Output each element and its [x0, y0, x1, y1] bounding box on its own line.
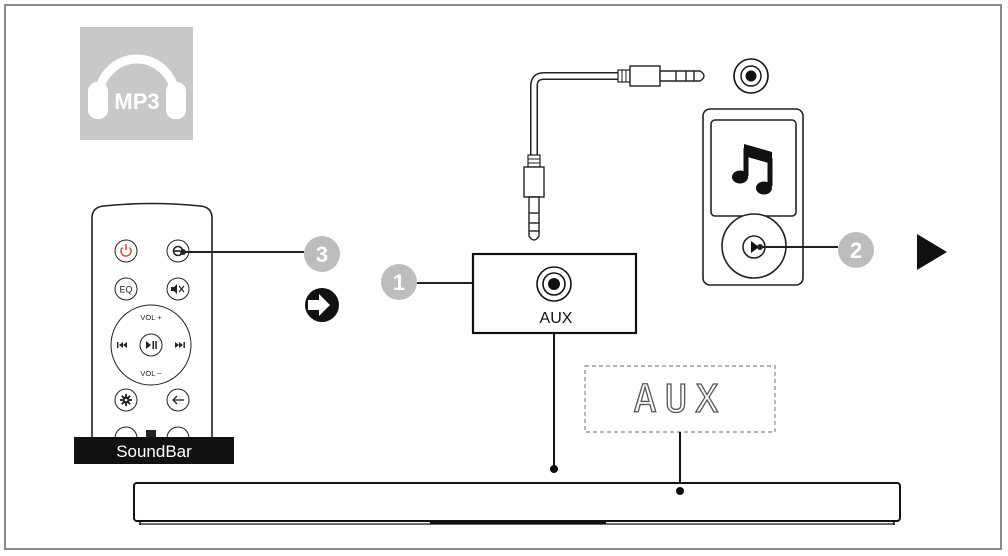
remote-control: EQ VOL + VOL − [74, 202, 234, 464]
power-button[interactable] [114, 239, 138, 263]
back-button[interactable] [166, 388, 190, 412]
step-1-marker: 1 [381, 264, 417, 300]
display-callout: AUX [584, 365, 776, 433]
source-arrow-icon [305, 288, 339, 322]
step-2-marker: 2 [838, 232, 874, 268]
aux-port-panel: AUX [471, 252, 638, 335]
display-text: AUX [634, 377, 727, 421]
headphones-icon [88, 54, 186, 119]
step-2-number: 2 [850, 238, 862, 263]
next-icon[interactable] [175, 342, 185, 348]
soundbar [133, 482, 901, 525]
step-3-marker: 3 [304, 236, 340, 272]
aux-cable [523, 65, 705, 241]
vol-up-button[interactable]: VOL + [140, 313, 162, 322]
player-headphone-jack[interactable] [733, 58, 769, 94]
volume-navigation-ring: VOL + VOL − [110, 304, 192, 386]
play-arrow-icon [917, 234, 947, 270]
step-3-number: 3 [316, 242, 328, 267]
diagram-frame [4, 4, 1002, 550]
play-icon [751, 241, 759, 253]
soundbar-caption: SoundBar [116, 442, 192, 461]
play-pause-button[interactable] [139, 333, 163, 357]
soundbar-display-point [676, 487, 684, 495]
mp3-badge: MP3 [80, 27, 193, 140]
settings-button[interactable] [114, 388, 138, 412]
eq-button[interactable]: EQ [114, 277, 138, 301]
power-icon [120, 244, 132, 257]
mute-button[interactable] [166, 277, 190, 301]
aux-label: AUX [540, 310, 573, 327]
back-icon [172, 395, 184, 405]
music-note-icon [732, 144, 773, 195]
eq-label: EQ [119, 285, 132, 295]
settings-icon [120, 394, 132, 406]
aux-jack[interactable] [536, 266, 572, 302]
previous-icon[interactable] [117, 342, 127, 348]
play-pause-icon [146, 341, 157, 349]
mute-icon [171, 284, 185, 294]
mp3-label: MP3 [114, 89, 159, 114]
step-1-number: 1 [393, 270, 405, 295]
mp3-player [702, 108, 804, 286]
vol-down-button[interactable]: VOL − [140, 369, 162, 378]
